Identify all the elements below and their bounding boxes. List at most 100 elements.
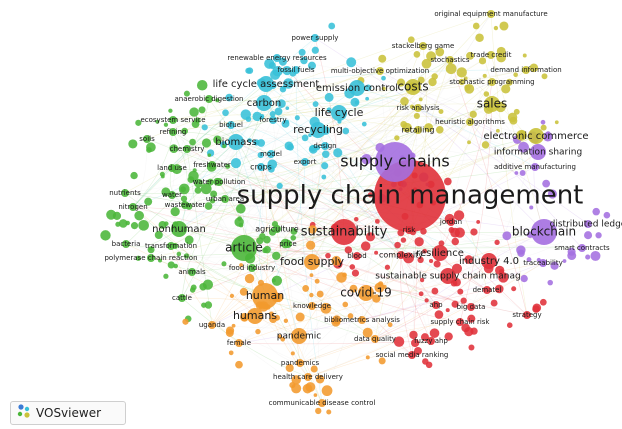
term-label[interactable]: power supply: [292, 34, 339, 42]
term-node[interactable]: [161, 187, 171, 197]
term-label[interactable]: water pollution: [193, 178, 246, 186]
term-node-resilience[interactable]: [432, 245, 448, 261]
term-node[interactable]: [422, 248, 428, 254]
term-node[interactable]: [283, 318, 289, 323]
term-node[interactable]: [469, 110, 477, 118]
term-node[interactable]: [204, 301, 213, 309]
term-label[interactable]: water: [162, 191, 182, 199]
term-label[interactable]: carbon: [247, 98, 282, 109]
term-node[interactable]: [100, 230, 111, 241]
term-label[interactable]: retailing: [402, 126, 435, 135]
term-node[interactable]: [201, 138, 212, 148]
term-node-traceability[interactable]: [539, 259, 547, 267]
term-node[interactable]: [495, 128, 500, 133]
term-node-multi-objective-optimization[interactable]: [376, 67, 384, 75]
term-node[interactable]: [420, 333, 429, 342]
term-node[interactable]: [181, 127, 188, 135]
term-node[interactable]: [328, 22, 336, 30]
term-node-bibliometrics-analysis[interactable]: [358, 316, 366, 324]
term-node[interactable]: [163, 221, 169, 227]
term-node[interactable]: [309, 273, 314, 277]
term-node-forestry[interactable]: [269, 116, 277, 124]
term-node[interactable]: [360, 241, 371, 251]
term-label[interactable]: price: [279, 240, 296, 248]
term-node[interactable]: [494, 239, 500, 245]
term-node[interactable]: [302, 285, 310, 292]
term-node[interactable]: [255, 328, 261, 335]
term-node-fossil-fuels[interactable]: [292, 66, 300, 74]
term-node[interactable]: [451, 300, 459, 308]
term-node[interactable]: [180, 186, 187, 193]
term-node[interactable]: [419, 277, 425, 283]
term-node[interactable]: [445, 308, 450, 313]
term-node[interactable]: [400, 237, 407, 243]
term-node[interactable]: [351, 269, 360, 277]
term-node[interactable]: [342, 127, 350, 135]
term-node[interactable]: [189, 138, 196, 146]
term-node-retailing[interactable]: [414, 126, 422, 134]
term-node[interactable]: [309, 292, 314, 298]
term-node-stochastics[interactable]: [446, 56, 454, 64]
term-node[interactable]: [125, 220, 130, 226]
term-label[interactable]: nitrogen: [118, 203, 147, 211]
term-node[interactable]: [189, 107, 199, 117]
term-node[interactable]: [207, 178, 214, 186]
term-node[interactable]: [155, 119, 160, 124]
term-label[interactable]: nonhuman: [152, 224, 206, 235]
term-label[interactable]: agriculture: [255, 225, 299, 234]
term-node[interactable]: [464, 84, 475, 94]
term-node-animals[interactable]: [188, 268, 196, 276]
term-node[interactable]: [396, 78, 406, 87]
term-label[interactable]: refining: [160, 128, 187, 136]
term-node[interactable]: [378, 357, 386, 365]
term-node[interactable]: [372, 294, 381, 303]
term-node-polymerase-chain-reaction[interactable]: [147, 254, 155, 262]
term-node[interactable]: [410, 338, 420, 348]
term-node[interactable]: [429, 328, 440, 338]
term-node[interactable]: [241, 316, 247, 322]
term-node-crops[interactable]: [257, 163, 265, 171]
term-node[interactable]: [595, 232, 602, 239]
term-node-export[interactable]: [301, 158, 309, 166]
term-node[interactable]: [268, 61, 276, 70]
term-node[interactable]: [158, 258, 163, 263]
term-node[interactable]: [350, 97, 360, 107]
term-node[interactable]: [326, 409, 332, 415]
term-node[interactable]: [291, 375, 301, 385]
term-node[interactable]: [519, 170, 526, 176]
term-node[interactable]: [444, 332, 453, 341]
term-node-soils[interactable]: [143, 135, 151, 143]
term-node[interactable]: [239, 287, 248, 296]
term-node-covid-19[interactable]: [358, 285, 374, 301]
term-label[interactable]: supply chain risk: [431, 318, 491, 326]
term-node-additive-manufacturing[interactable]: [531, 163, 539, 171]
term-node[interactable]: [422, 358, 429, 365]
term-node[interactable]: [315, 407, 322, 415]
term-node[interactable]: [387, 322, 393, 328]
term-node-biofuel[interactable]: [227, 121, 235, 129]
term-node[interactable]: [381, 86, 386, 91]
term-node[interactable]: [235, 203, 246, 214]
term-node[interactable]: [498, 269, 505, 275]
term-node[interactable]: [511, 286, 517, 292]
term-node[interactable]: [183, 253, 190, 259]
term-node-power-supply[interactable]: [311, 34, 319, 42]
term-label[interactable]: biomass: [215, 137, 257, 148]
term-node[interactable]: [584, 231, 593, 240]
term-node[interactable]: [285, 363, 294, 373]
term-label[interactable]: demand information: [490, 66, 561, 74]
term-label[interactable]: female: [227, 339, 251, 347]
term-node-supply-chains[interactable]: [375, 142, 415, 182]
term-node-heuristic-algorithms[interactable]: [466, 118, 474, 126]
term-node[interactable]: [529, 205, 534, 210]
term-label[interactable]: crops: [250, 163, 272, 172]
term-node[interactable]: [180, 195, 188, 202]
term-node[interactable]: [183, 90, 190, 97]
term-label[interactable]: heuristic algorithms: [435, 118, 505, 126]
term-node[interactable]: [321, 162, 329, 170]
term-label[interactable]: ahp: [429, 301, 443, 309]
term-node[interactable]: [274, 107, 283, 116]
term-node[interactable]: [270, 69, 281, 80]
term-label[interactable]: industry 4.0: [459, 256, 519, 267]
term-label[interactable]: risk analysis: [396, 104, 439, 112]
